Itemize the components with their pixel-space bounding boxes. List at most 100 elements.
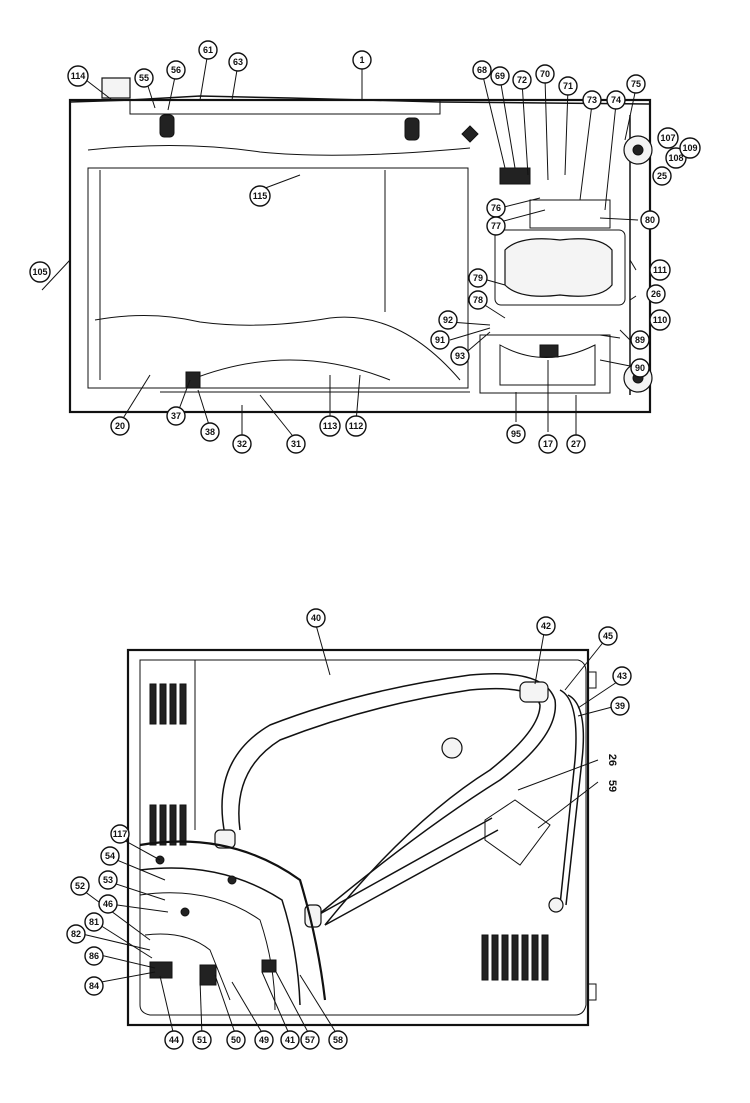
svg-text:52: 52 — [75, 881, 85, 891]
callout-73: 73 — [582, 90, 602, 110]
drum-body — [87, 167, 469, 389]
belt-outer — [221, 672, 557, 916]
rear-bearing — [185, 371, 201, 389]
callout-111: 111 — [649, 259, 671, 281]
callout-86: 81 — [84, 912, 104, 932]
callout-42: 42 — [536, 616, 556, 636]
callout-46: 53 — [98, 870, 118, 890]
heater-arc-mid — [139, 867, 301, 1006]
foot-top — [587, 671, 597, 689]
label-117-plain: 59 — [606, 780, 618, 792]
callout-109: 109 — [679, 137, 701, 159]
svg-text:112: 112 — [349, 421, 364, 431]
callout-38: 38 — [200, 422, 220, 442]
label-26-plain: 26 — [606, 754, 618, 766]
svg-text:90: 90 — [635, 363, 645, 373]
callout-61: 61 — [198, 40, 218, 60]
top-callouts: 114 55 56 61 63 1 68 69 70 71 72 73 74 7… — [29, 40, 701, 454]
svg-text:110: 110 — [653, 315, 668, 325]
svg-text:117: 117 — [113, 829, 128, 839]
drum-torn-edge-bottom — [94, 314, 461, 381]
motor-housing — [494, 229, 626, 306]
svg-text:82: 82 — [71, 929, 81, 939]
callout-89: 89 — [630, 330, 650, 350]
svg-text:70: 70 — [540, 69, 550, 79]
callout-91: 91 — [430, 330, 450, 350]
svg-text:108: 108 — [668, 153, 683, 163]
svg-text:80: 80 — [645, 215, 655, 225]
callout-58: 57 — [300, 1030, 320, 1050]
drum-hole — [441, 737, 463, 759]
svg-text:40: 40 — [311, 613, 321, 623]
diamond-fastener — [461, 125, 479, 143]
callout-92: 92 — [438, 310, 458, 330]
callout-79: 79 — [468, 268, 488, 288]
callout-80: 80 — [640, 210, 660, 230]
svg-text:92: 92 — [443, 315, 453, 325]
base-outline — [126, 648, 590, 1027]
svg-text:51: 51 — [197, 1035, 207, 1045]
callout-31: 31 — [286, 434, 306, 454]
svg-text:37: 37 — [171, 411, 181, 421]
svg-text:63: 63 — [233, 57, 243, 67]
callout-76: 76 — [486, 198, 506, 218]
callout-69: 69 — [490, 66, 510, 86]
callout-77: 77 — [486, 216, 506, 236]
callout-56: 56 — [166, 60, 186, 80]
svg-text:25: 25 — [657, 171, 667, 181]
svg-text:61: 61 — [203, 45, 213, 55]
svg-text:91: 91 — [435, 335, 445, 345]
screw-c — [227, 875, 237, 885]
callout-44: 84 — [84, 976, 104, 996]
svg-text:74: 74 — [611, 95, 621, 105]
callout-95: 95 — [506, 424, 526, 444]
svg-text:114: 114 — [71, 71, 86, 81]
motor-bracket — [484, 799, 551, 866]
callout-82: 52 — [70, 876, 90, 896]
svg-text:73: 73 — [587, 95, 597, 105]
bottom-assembly-drawing — [126, 648, 597, 1027]
callout-78: 78 — [468, 290, 488, 310]
vent-slots-left — [149, 683, 187, 846]
svg-text:56: 56 — [171, 65, 181, 75]
callout-39: 39 — [610, 696, 630, 716]
vent-slots-right — [481, 934, 549, 981]
svg-text:31: 31 — [291, 439, 301, 449]
callout-71: 71 — [558, 76, 578, 96]
callout-54: 117 — [110, 824, 130, 844]
svg-text:57: 57 — [305, 1035, 315, 1045]
thermal-fuse — [261, 959, 277, 973]
svg-text:115: 115 — [253, 191, 268, 201]
callout-53: 54 — [100, 846, 120, 866]
svg-text:58: 58 — [333, 1035, 343, 1045]
svg-text:20: 20 — [115, 421, 125, 431]
svg-text:55: 55 — [139, 73, 149, 83]
svg-text:49: 49 — [259, 1035, 269, 1045]
svg-text:93: 93 — [455, 351, 465, 361]
front-panel-rail — [129, 99, 441, 115]
foot-bottom — [587, 983, 597, 1001]
svg-text:32: 32 — [237, 439, 247, 449]
svg-text:77: 77 — [491, 221, 501, 231]
bottom-leader-lines — [77, 624, 621, 1037]
svg-text:1: 1 — [359, 55, 364, 65]
pulley-top-hub — [632, 144, 644, 156]
callout-107: 107 — [657, 127, 679, 149]
svg-text:75: 75 — [631, 79, 641, 89]
svg-text:72: 72 — [517, 75, 527, 85]
top-assembly-drawing — [68, 77, 653, 414]
svg-text:45: 45 — [603, 631, 613, 641]
svg-text:76: 76 — [491, 203, 501, 213]
idler-arm — [317, 817, 499, 926]
top-rail — [69, 95, 651, 105]
callout-68: 68 — [472, 60, 492, 80]
callout-25: 25 — [652, 166, 672, 186]
bottom-callouts: 40 42 45 43 39 117 54 53 46 52 82 81 86 … — [66, 608, 632, 1050]
callout-27: 27 — [566, 434, 586, 454]
callout-74: 74 — [606, 90, 626, 110]
bottom-plain-labels: 26 59 — [606, 754, 618, 792]
roller-left — [159, 114, 175, 138]
callout-49: 50 — [226, 1030, 246, 1050]
callout-112: 112 — [345, 415, 367, 437]
roller-right — [404, 117, 420, 141]
